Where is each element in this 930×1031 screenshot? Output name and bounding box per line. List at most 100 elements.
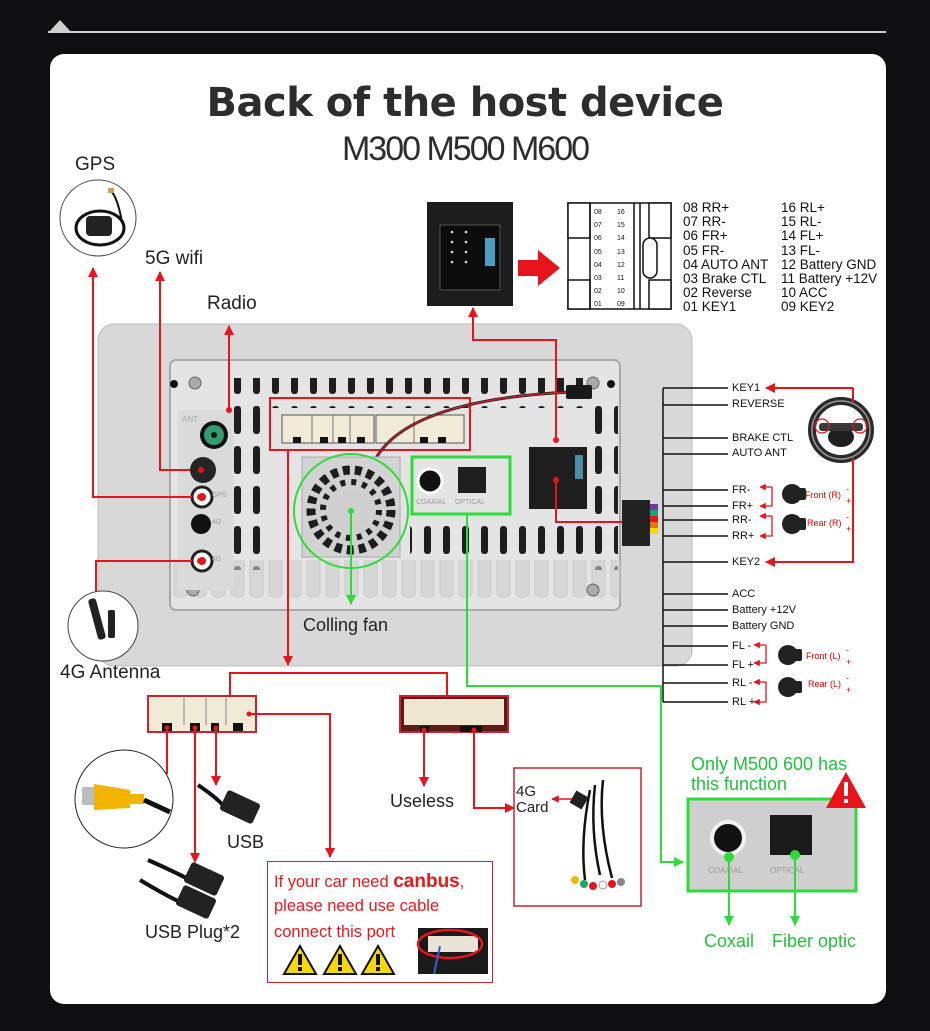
port-label-coaxial: COAXIAL bbox=[416, 499, 447, 506]
pinout-entry: 04 AUTO ANT bbox=[683, 256, 769, 272]
zoom-label-optical: OPTICAL bbox=[770, 866, 805, 875]
canbus-note-line2: please need use cable bbox=[274, 897, 440, 915]
wire-label: KEY1 bbox=[732, 382, 761, 394]
4g-antenna-label: 4G Antenna bbox=[60, 662, 161, 683]
speaker-label-front-left: Front (L) bbox=[806, 651, 841, 661]
pinout-entry: 09 KEY2 bbox=[781, 299, 835, 315]
canbus-note-line1: If your car need canbus, bbox=[274, 871, 465, 892]
wire-label: Battery +12V bbox=[732, 604, 796, 616]
pinout-entry: 16 RL+ bbox=[781, 200, 825, 215]
steering-wheel-image bbox=[808, 397, 874, 463]
pinout-entry: 12 Battery GND bbox=[781, 256, 877, 272]
port-label-ant: ANT bbox=[182, 415, 198, 424]
polarity-plus: + bbox=[846, 685, 852, 695]
pinout-right-column: 16 RL+ 15 RL- 14 FL+ 13 FL- 12 Battery G… bbox=[781, 200, 878, 315]
usb-av-connector bbox=[147, 695, 257, 733]
port-label-optical: OPTICAL bbox=[455, 499, 485, 506]
coax-label: Coxail bbox=[704, 931, 755, 951]
canbus-port-photo bbox=[416, 928, 488, 975]
pinout-entry: 06 FR+ bbox=[683, 228, 728, 244]
speaker-label-front-right: Front (R) bbox=[805, 490, 841, 500]
pinout-entry: 07 RR- bbox=[683, 214, 726, 230]
polarity-minus: - bbox=[846, 645, 849, 655]
pinout-entry: 11 Battery +12V bbox=[781, 271, 878, 287]
pinout-entry: 03 Brake CTL bbox=[683, 271, 767, 287]
warning-triangle-icon bbox=[360, 943, 396, 975]
polarity-minus: - bbox=[846, 512, 849, 522]
multi-connector-block bbox=[269, 385, 592, 459]
4g-card-label: 4G Card bbox=[516, 784, 549, 816]
4g-card-label-line2: Card bbox=[516, 799, 549, 816]
harness-plug bbox=[622, 500, 658, 546]
pinout-entry: 14 FL+ bbox=[781, 228, 824, 244]
pinout-entry: 13 FL- bbox=[781, 242, 821, 258]
wire-label: RL + bbox=[732, 696, 756, 708]
pinout-entry: 15 RL- bbox=[781, 214, 822, 230]
wire-label: REVERSE bbox=[732, 398, 785, 410]
wire-label: ACC bbox=[732, 588, 756, 600]
warning-triangles bbox=[282, 928, 488, 975]
zoom-label-coaxial: COAXIAL bbox=[708, 866, 743, 875]
polarity-minus: - bbox=[846, 484, 849, 494]
page-title: Back of the host device bbox=[206, 80, 724, 126]
speaker-label-rear-right: Rear (R) bbox=[807, 518, 842, 528]
pinout-entry: 08 RR+ bbox=[683, 200, 730, 215]
optical-note-line1: Only M500 600 has bbox=[691, 754, 848, 774]
coax-optical-ports bbox=[410, 455, 512, 516]
fiber-optic-label: Fiber optic bbox=[772, 931, 857, 951]
speaker-label-rear-left: Rear (L) bbox=[808, 679, 842, 689]
antenna-ports bbox=[178, 410, 234, 590]
wire-label: FR- bbox=[732, 484, 751, 496]
useless-label: Useless bbox=[390, 791, 455, 811]
wire-label: RR+ bbox=[732, 530, 755, 542]
polarity-plus: + bbox=[846, 524, 852, 534]
wire-label: AUTO ANT bbox=[732, 447, 787, 459]
canbus-note-line3: connect this port bbox=[274, 923, 396, 941]
polarity-plus: + bbox=[846, 496, 852, 506]
4g-card-label-line1: 4G bbox=[516, 783, 537, 800]
header-divider bbox=[48, 31, 886, 33]
canbus-note-box: If your car need canbus, please need use… bbox=[267, 861, 493, 983]
gps-antenna-image bbox=[59, 179, 137, 257]
harness-wire-bracket bbox=[662, 387, 728, 703]
wire-label: FR+ bbox=[732, 500, 754, 512]
optical-port-zoom bbox=[686, 797, 858, 893]
usb-label: USB bbox=[227, 832, 265, 852]
polarity-minus: - bbox=[846, 673, 849, 683]
wire-label: FL + bbox=[732, 659, 754, 671]
speaker-icons bbox=[778, 484, 806, 697]
usb-plug-label: USB Plug*2 bbox=[145, 922, 241, 942]
4g-antenna-image bbox=[67, 590, 139, 662]
optical-note: Only M500 600 has this function bbox=[691, 754, 847, 794]
pinout-entry: 10 ACC bbox=[781, 285, 828, 301]
optical-note-line2: this function bbox=[691, 774, 788, 794]
radio-label: Radio bbox=[207, 293, 257, 314]
big-right-arrow-icon bbox=[518, 250, 560, 286]
gps-label: GPS bbox=[75, 154, 116, 175]
usb-cable-image bbox=[138, 783, 260, 919]
polarity-plus: + bbox=[846, 657, 852, 667]
pinout-entry: 05 FR- bbox=[683, 242, 725, 258]
warning-red-icon bbox=[826, 772, 866, 808]
wire-label: FL - bbox=[732, 640, 752, 652]
4g-card-cable-image bbox=[513, 767, 642, 907]
power-connector-photo bbox=[427, 202, 513, 306]
wire-label: BRAKE CTL bbox=[732, 432, 794, 444]
wifi-label: 5G wifi bbox=[145, 248, 204, 269]
wire-label: KEY2 bbox=[732, 556, 761, 568]
fan-label: Colling fan bbox=[303, 615, 389, 635]
useless-connector bbox=[399, 695, 509, 733]
pinout-entry: 02 Reverse bbox=[683, 285, 753, 301]
wire-label: RL - bbox=[732, 677, 753, 689]
pinout-left-column: 08 RR+ 07 RR- 06 FR+ 05 FR- 04 AUTO ANT … bbox=[683, 200, 769, 315]
rca-connector-image bbox=[74, 749, 174, 849]
wire-label: RR- bbox=[732, 514, 752, 526]
pinout-connector-diagram bbox=[567, 202, 672, 310]
pinout-entry: 01 KEY1 bbox=[683, 299, 737, 315]
port-label-4g-2: 4G bbox=[212, 556, 222, 563]
collapse-triangle-icon bbox=[48, 20, 72, 33]
port-label-gps: GPS bbox=[212, 492, 227, 499]
